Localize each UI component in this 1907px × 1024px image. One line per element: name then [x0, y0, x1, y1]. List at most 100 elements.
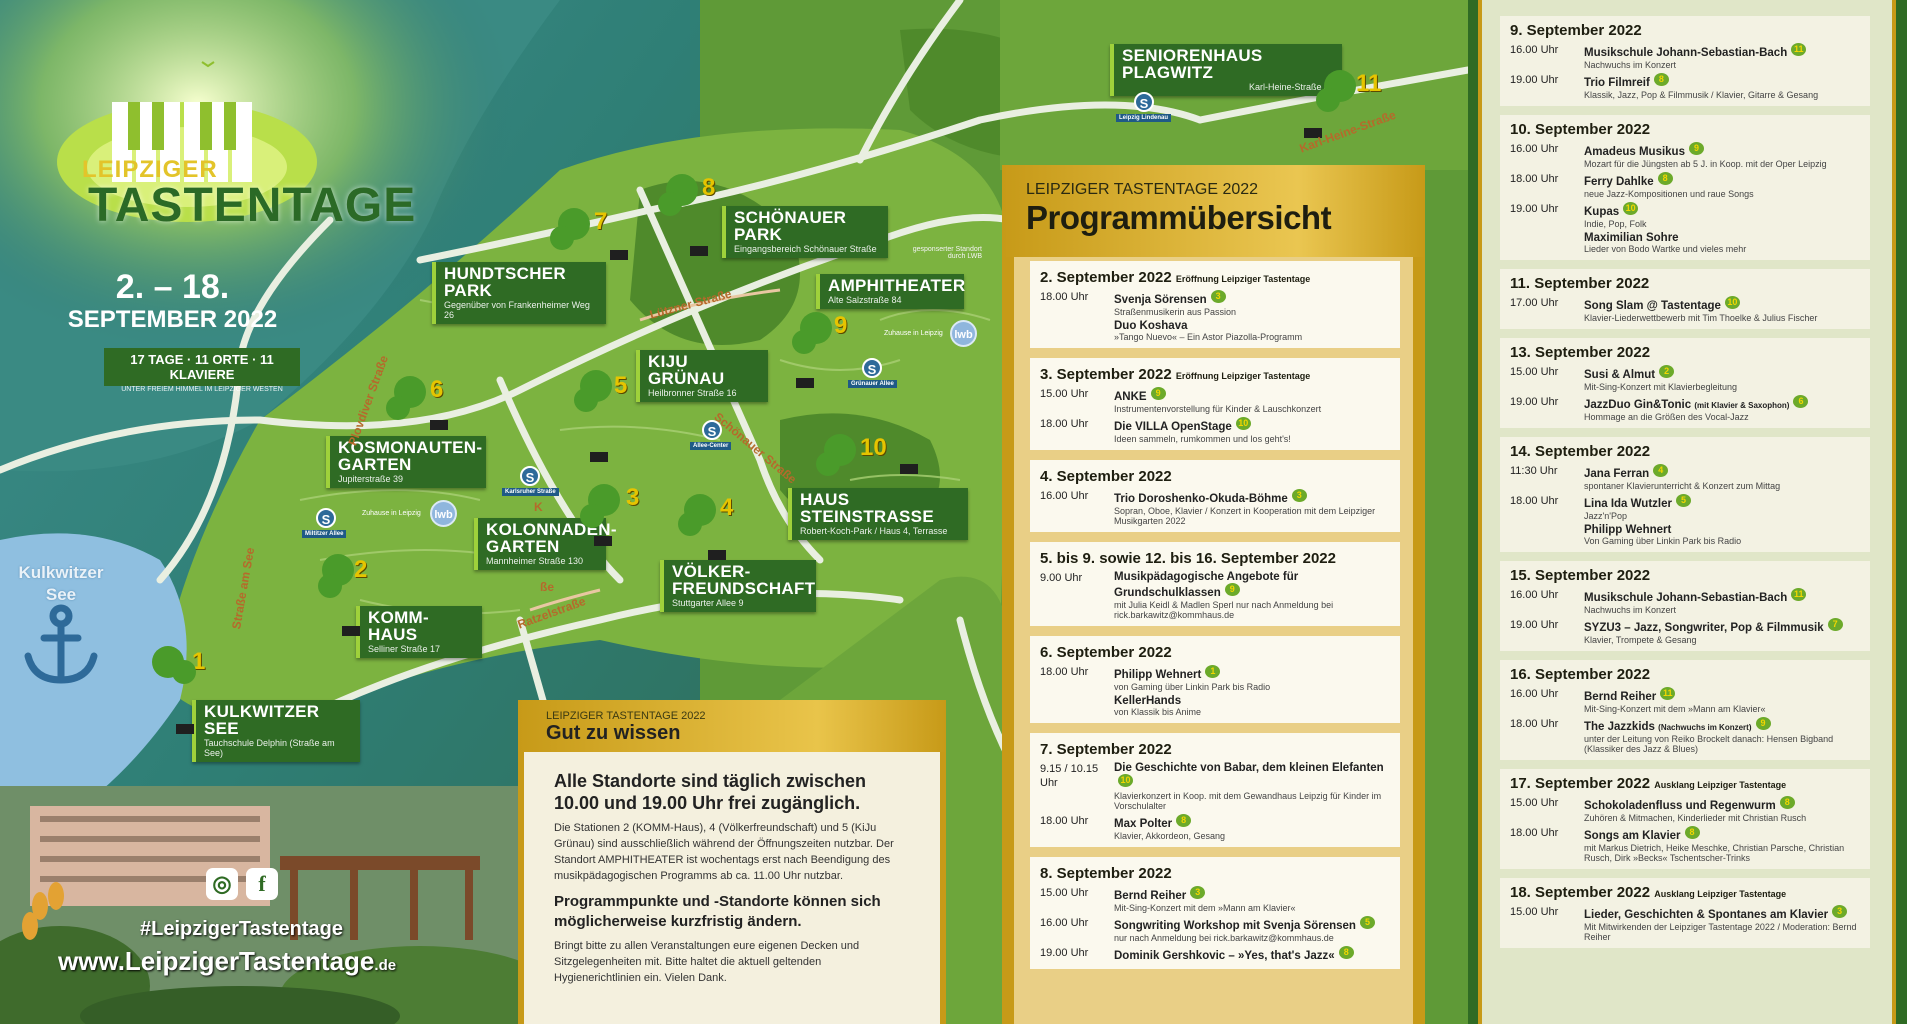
logo-line1: LEIPZIGER [82, 156, 218, 183]
station-miltitzer[interactable]: Miltitzer Allee [302, 530, 347, 538]
location-label-2[interactable]: KOMM-HAUS Selliner Straße 17 [356, 606, 482, 658]
program-event-desc: Klavier-Liederwettbewerb mit Tim Thoelke… [1584, 313, 1818, 323]
location-tree-icon [1653, 73, 1669, 90]
program-subtitle: LEIPZIGER TASTENTAGE 2022 [1026, 181, 1259, 198]
program-event-title: Jana Ferran [1584, 464, 1860, 481]
program-day: 5. bis 9. sowie 12. bis 16. September 20… [1030, 542, 1400, 626]
location-number-3: 3 [626, 484, 640, 511]
location-label-8[interactable]: SCHÖNAUER PARK Eingangsbereich Schönauer… [722, 206, 888, 258]
website-url[interactable]: www.LeipzigerTastentage.de [58, 946, 397, 976]
location-label-5[interactable]: KIJU GRÜNAU Heilbronner Straße 16 [636, 350, 768, 402]
program-event-time [1040, 320, 1114, 342]
program-event-time: 17.00 Uhr [1510, 297, 1559, 309]
program-event-title: Amadeus Musikus [1584, 142, 1860, 159]
location-number-11: 11 [1356, 70, 1382, 97]
program-event[interactable]: Duo Koshava»Tango Nuevo« – Ein Astor Pia… [1040, 320, 1390, 342]
program-event[interactable]: 17.00 Uhr Song Slam @ TastentageKlavier-L… [1510, 296, 1860, 323]
location-label-1[interactable]: KULKWITZER SEE Tauchschule Delphin (Stra… [192, 700, 360, 762]
station-karlsruher[interactable]: Karlsruher Straße [502, 488, 559, 496]
program-event-text: Svenja SörensenStraßenmusikerin aus Pass… [1114, 290, 1390, 317]
program-event-title: Die Geschichte von Babar, dem kleinen El… [1114, 762, 1390, 791]
facebook-icon[interactable]: f [246, 868, 278, 900]
location-label-10[interactable]: HAUS STEINSTRAßE Robert-Koch-Park / Haus… [788, 488, 968, 540]
program-day-date: 10. September 2022 [1510, 121, 1651, 138]
location-tree-icon [1659, 365, 1675, 382]
location-label-11[interactable]: SENIORENHAUS PLAGWITZ Karl-Heine-Straße … [1110, 44, 1342, 96]
location-tree-icon [1338, 946, 1354, 963]
station-allee-center[interactable]: Allee-Center [690, 442, 732, 450]
location-tree-icon [1150, 387, 1166, 404]
brand-panel: LEIPZIGER TASTENTAGE 2. – 18. SEPTEMBER … [0, 0, 415, 1024]
station-gruenauer[interactable]: Grünauer Allee [848, 380, 897, 388]
location-tree-icon [1688, 142, 1704, 159]
program-event-time: 15.00 Uhr [1040, 388, 1089, 400]
station-lindenau[interactable]: Leipzig Lindenau [1116, 114, 1171, 122]
program-event[interactable]: 15.00 UhrANKEInstrumentenvorstellung für… [1040, 387, 1390, 414]
program-event-title: Songwriting Workshop mit Svenja Sörensen [1114, 916, 1390, 933]
location-tree-icon [1675, 494, 1691, 511]
program-event-text: Song Slam @ TastentageKlavier-Liederwett… [1584, 296, 1860, 323]
program-event-time: 16.00 Uhr [1510, 44, 1559, 56]
program-event-time: 9.00 Uhr [1040, 572, 1083, 584]
program-event-title: Philipp Wehnert [1114, 665, 1390, 682]
program-day-date: 15. September 2022 [1510, 567, 1651, 584]
location-tree-icon [1684, 826, 1700, 843]
program-day: 17. September 2022 Ausklang Leipziger Ta… [1500, 769, 1870, 869]
location-label-4[interactable]: VÖLKER- FREUNDSCHAFT Stuttgarter Allee 9 [660, 560, 816, 612]
program-event-text: Ferry Dahlkeneue Jazz-Kompositionen und … [1584, 172, 1860, 199]
program-event-time: 15.00 Uhr [1040, 887, 1089, 899]
location-tree-icon [1224, 583, 1240, 600]
location-tree-icon [1235, 417, 1251, 434]
location-number-6: 6 [430, 376, 444, 403]
location-label-6[interactable]: KOSMONAUTEN- GARTEN Jupiterstraße 39 [326, 436, 486, 488]
program-event-text: Philipp Wehnertvon Gaming über Linkin Pa… [1114, 665, 1390, 692]
lake-label: Kulkwitzer See [18, 563, 104, 604]
location-label-3[interactable]: KOLONNADEN- GARTEN Mannheimer Straße 130 [474, 518, 616, 570]
tree-icon [152, 70, 1356, 684]
program-event-time: 19.00 Uhr [1040, 947, 1089, 959]
location-label-9[interactable]: AMPHITHEATER Alte Salzstraße 84 [816, 274, 965, 309]
program-event-title: Susi & Almut [1584, 365, 1860, 382]
instagram-icon[interactable]: ◎ [206, 868, 238, 900]
program-event-title: Trio Doroshenko-Okuda-Böhme [1114, 489, 1390, 506]
location-tree-icon [1832, 905, 1848, 922]
program-event-time [1040, 695, 1114, 717]
location-label-7[interactable]: HUNDTSCHER PARK Gegenüber von Frankenhei… [432, 262, 606, 324]
program-event[interactable]: 19.00 UhrKupasIndie, Pop, Folk [1510, 202, 1860, 229]
program-event-title: Lina Ida Wutzler [1584, 494, 1860, 511]
info-box: 17 TAGE · 11 ORTE · 11 KLAVIERE UNTER FR… [104, 348, 300, 393]
